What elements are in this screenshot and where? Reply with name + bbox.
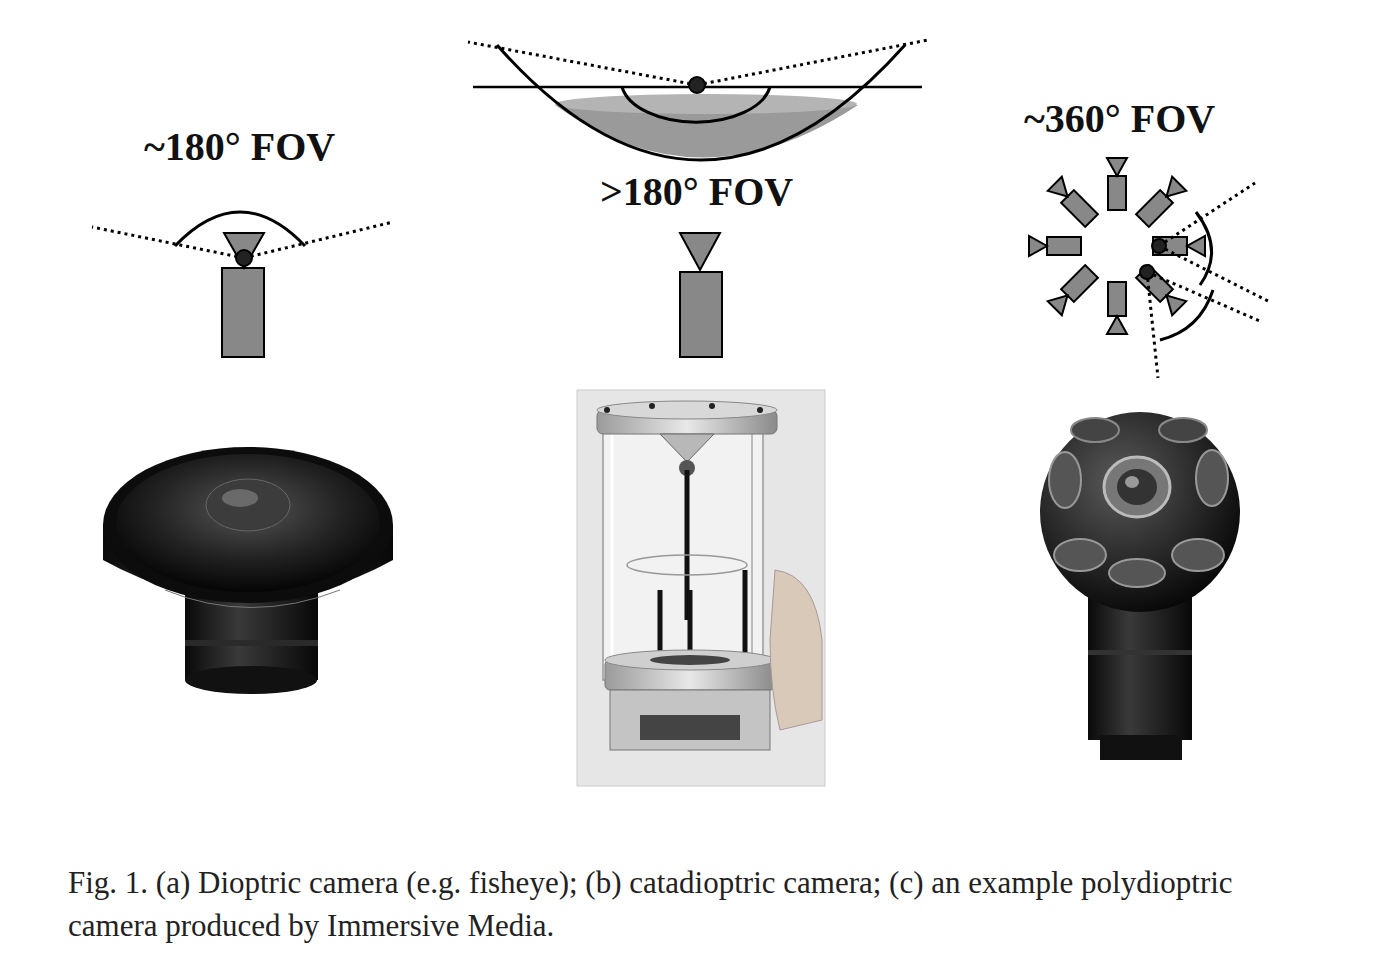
camera-icon	[1107, 158, 1127, 210]
fov-label: ~360° FOV	[1024, 99, 1215, 139]
fisheye-schematic	[92, 212, 393, 357]
camera-icon	[1029, 236, 1081, 256]
camera-icon	[1048, 177, 1099, 228]
fisheye-lens-photo	[103, 447, 393, 694]
catadioptric-schematic	[468, 40, 928, 357]
camera-icon	[1153, 236, 1205, 256]
fov-rays	[1140, 183, 1270, 378]
camera-icon	[1048, 264, 1099, 315]
camera-ring-schematic	[1029, 158, 1205, 334]
fov-label: ~180° FOV	[144, 127, 335, 167]
camera-icon	[1135, 177, 1186, 228]
catadioptric-camera-photo	[577, 390, 825, 786]
fov-label: >180° FOV	[600, 172, 793, 212]
camera-icon	[1135, 264, 1186, 315]
figure-caption: Fig. 1. (a) Dioptric camera (e.g. fishey…	[68, 862, 1318, 948]
camera-icon	[1107, 282, 1127, 334]
polydioptric-camera-photo	[1040, 412, 1240, 760]
